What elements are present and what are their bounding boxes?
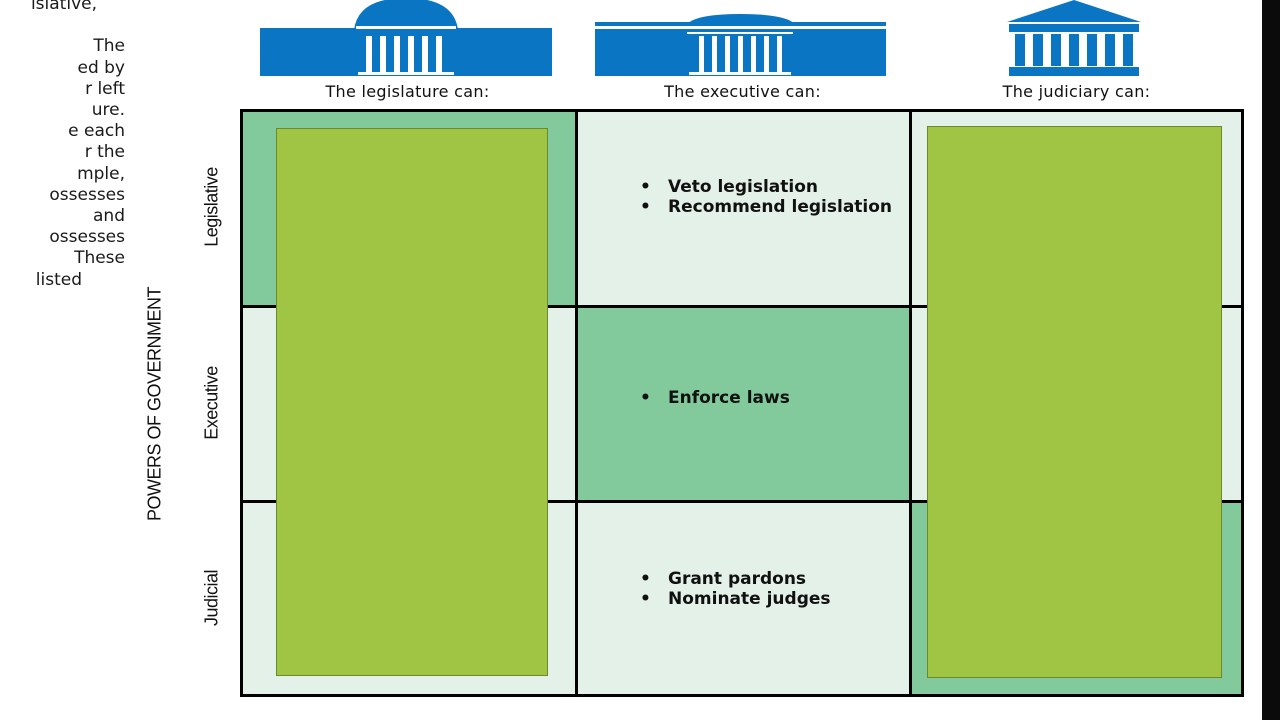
paragraph-line: The (93, 36, 125, 57)
grid-divider-col-2 (909, 109, 912, 697)
grid-border-bottom (240, 694, 1244, 697)
executive-legislative-powers: Veto legislation Recommend legislation (640, 177, 892, 218)
header-judiciary: The judiciary can: (1002, 82, 1151, 101)
grid-border-top (240, 109, 1244, 112)
paragraph-line: listed (35, 269, 82, 290)
grid-divider-col-1 (575, 109, 578, 697)
paragraph-line: mple, (77, 163, 125, 184)
paragraph-line: and (93, 206, 125, 227)
paragraph-line: ossesses (49, 184, 125, 205)
white-house-icon (595, 14, 886, 76)
executive-judicial-powers: Grant pardons Nominate judges (640, 569, 831, 610)
paragraph-line: r left (85, 78, 125, 99)
grid-divider-row-2 (240, 500, 1244, 503)
grid-border-right (1241, 109, 1244, 697)
power-item: Grant pardons (640, 569, 831, 590)
power-item: Enforce laws (640, 388, 790, 409)
slide-edge-band (1262, 0, 1280, 720)
row-label-judicial: Judicial (201, 569, 222, 627)
paragraph-line (0, 15, 125, 36)
supreme-court-icon (1007, 0, 1141, 76)
power-item: Veto legislation (640, 177, 892, 198)
grid-divider-row-1 (240, 305, 1244, 308)
paragraph-line: ure. (91, 100, 125, 121)
legislature-column-cover[interactable] (276, 128, 548, 676)
paragraph-line: islative, (30, 0, 97, 14)
header-legislature: The legislature can: (325, 82, 490, 101)
paragraph-line: These (74, 248, 125, 269)
paragraph-line: ed by (77, 57, 125, 78)
power-item: Nominate judges (640, 589, 831, 610)
paragraph-line: ossesses (49, 227, 125, 248)
capitol-dome-icon (260, 0, 552, 76)
row-label-legislative: Legislative (201, 167, 222, 247)
power-item: Recommend legislation (640, 197, 892, 218)
judiciary-column-cover[interactable] (927, 126, 1222, 678)
row-label-executive: Executive (201, 366, 222, 440)
executive-executive-powers: Enforce laws (640, 388, 790, 409)
paragraph-line: e each (68, 121, 125, 142)
header-executive: The executive can: (664, 82, 821, 101)
grid-border-left (240, 109, 243, 697)
paragraph-line: r the (84, 142, 125, 163)
powers-of-government-label: POWERS OF GOVERNMENT (144, 286, 165, 522)
